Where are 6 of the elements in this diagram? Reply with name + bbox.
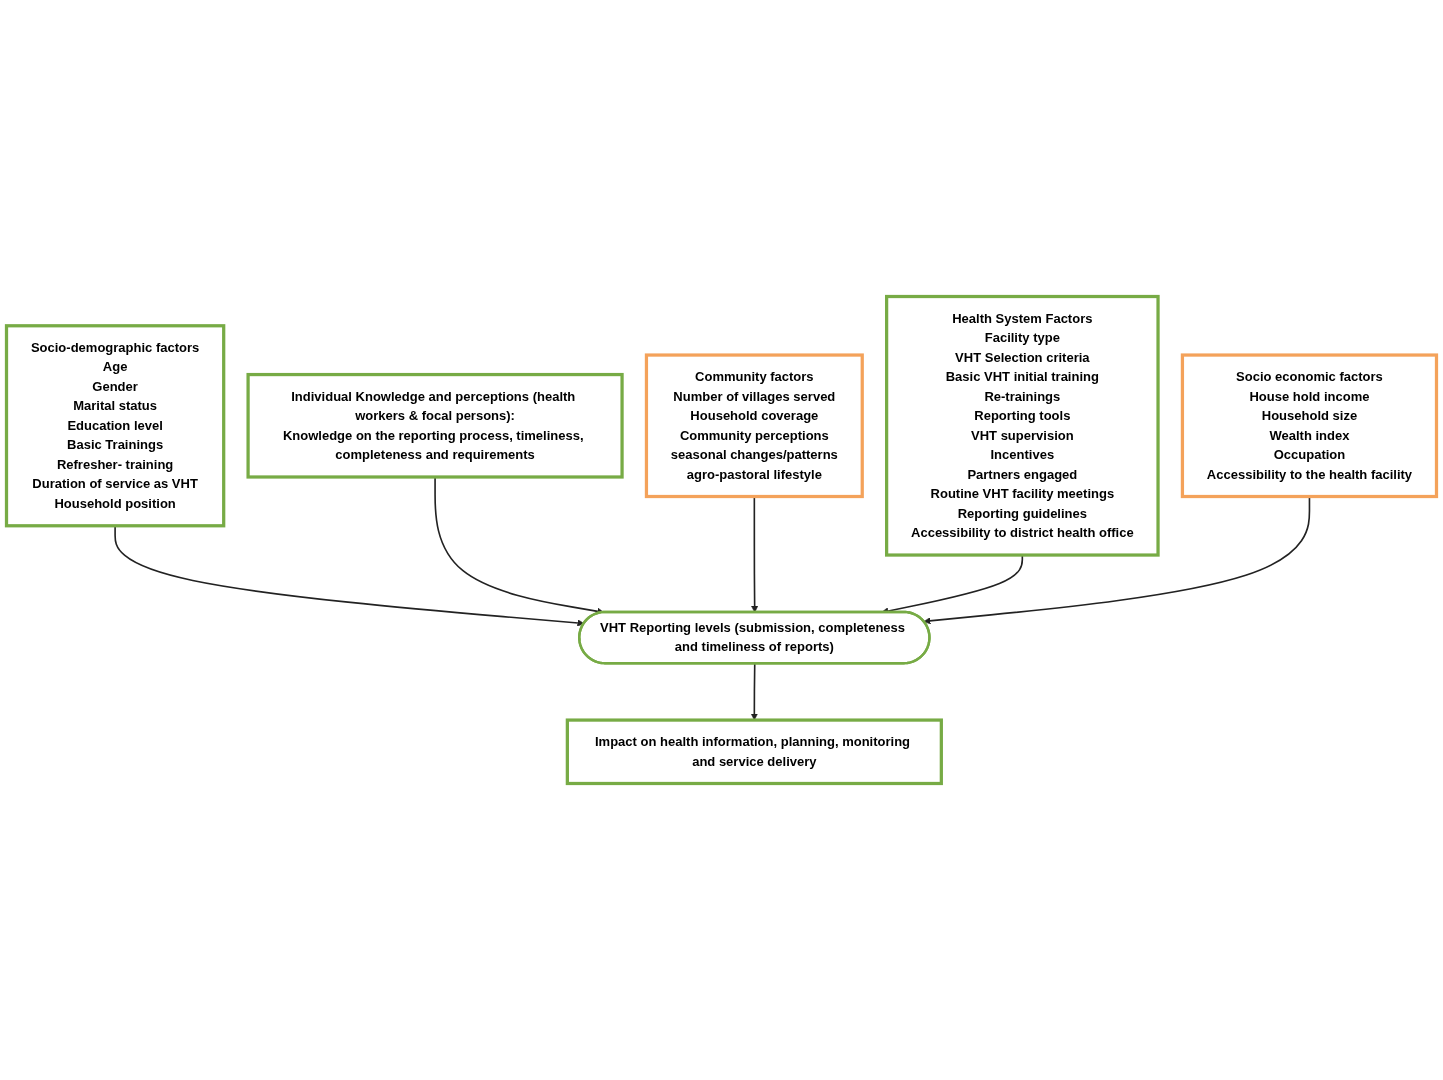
node-box <box>885 294 1160 557</box>
node-box <box>565 718 943 786</box>
node-box <box>1180 353 1439 499</box>
node-box <box>246 372 624 479</box>
node-box <box>4 324 226 528</box>
node-box <box>644 353 864 499</box>
